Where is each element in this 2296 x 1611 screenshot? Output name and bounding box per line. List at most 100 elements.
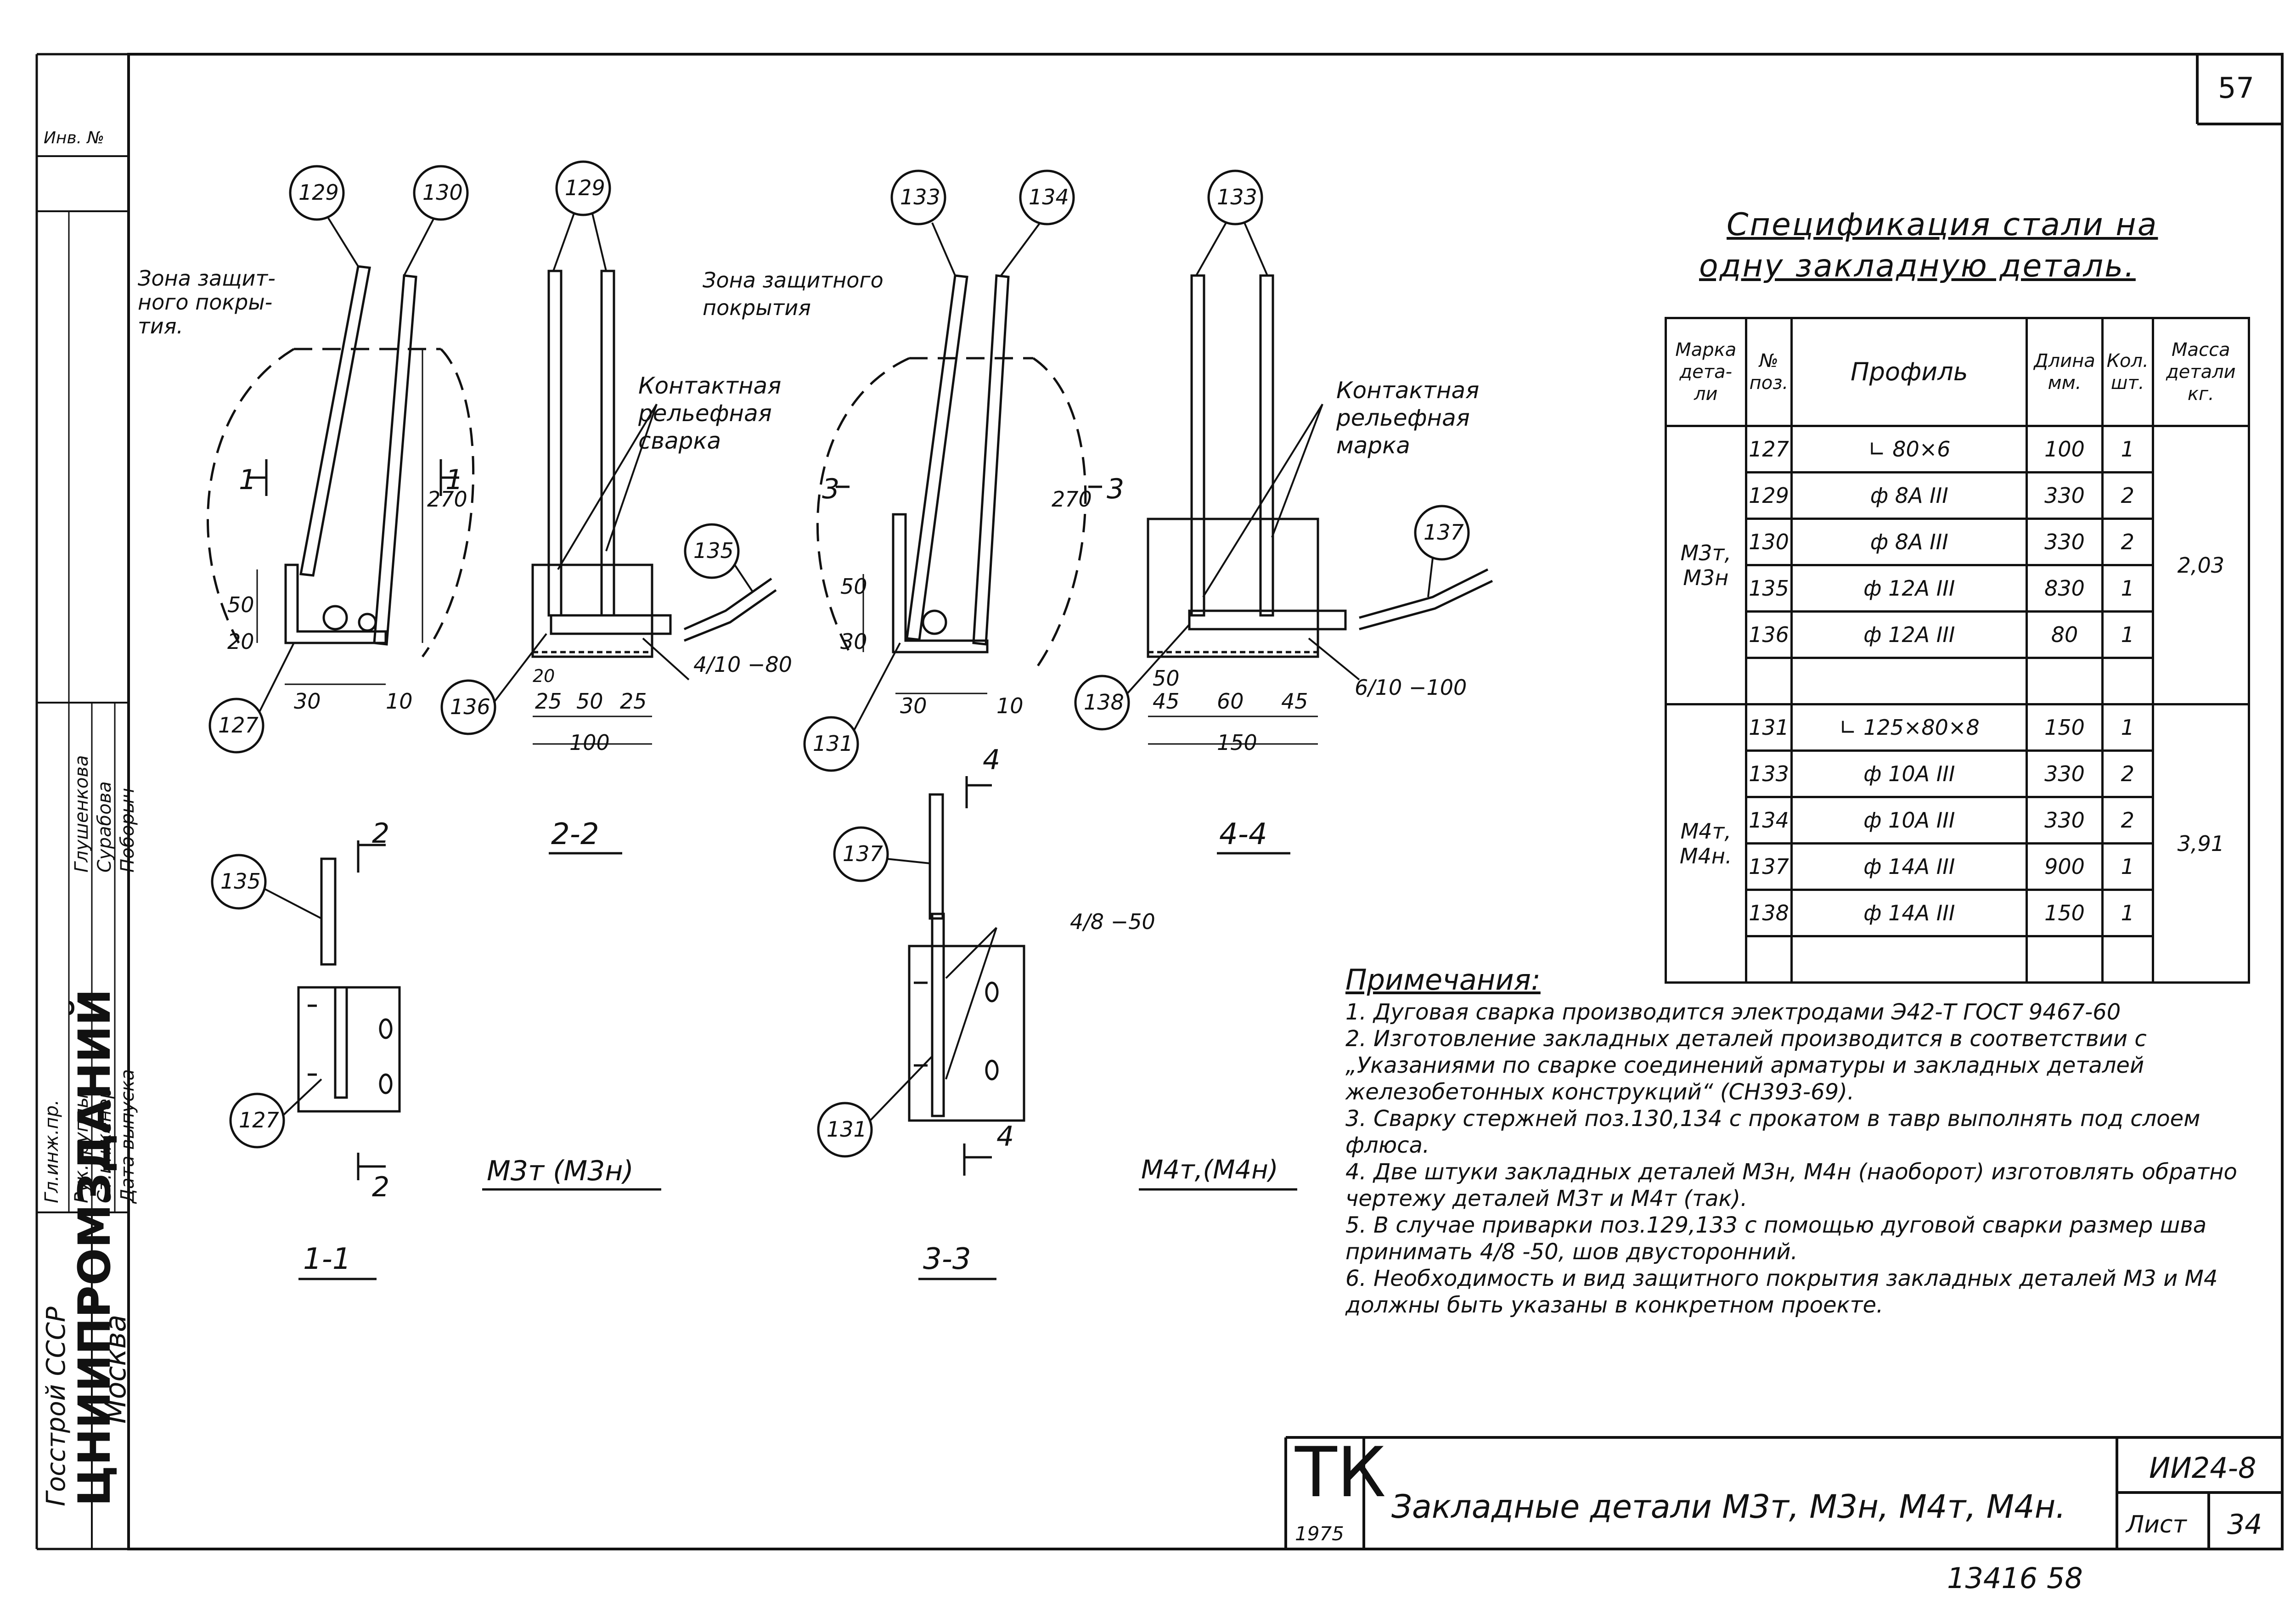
callout-circle (684, 523, 740, 579)
series-code: ИИ24-8 (2149, 1451, 2257, 1485)
cell-qty: 1 (2101, 703, 2154, 752)
cell-pos: 133 (1745, 749, 1793, 798)
spec-header-row: Марка дета- ли № поз. Профиль Длина мм. … (1665, 317, 2251, 427)
cell-pos: 127 (1745, 425, 1793, 473)
section-mark: 3 (1107, 473, 1125, 505)
table-row: М3т, М3н 127 ∟ 80×6 100 1 2,03 (1665, 425, 2251, 705)
inventory-label: Инв. № (44, 129, 105, 147)
frame-outer (127, 53, 2284, 1550)
callout-circle (1019, 169, 1075, 225)
cell-profile: ф 10А III (1790, 796, 2028, 845)
cell-mass: 2,03 (2151, 425, 2251, 705)
dim-10b: 10 (996, 693, 1024, 718)
cell-mark: М4т, М4н. (1665, 703, 1747, 984)
section-mark: 4 (983, 744, 1001, 776)
cell-qty: 1 (2101, 889, 2154, 937)
notes-block: Примечания: 1. Дуговая сварка производит… (1345, 966, 2278, 1318)
note-item: 6. Необходимость и вид защитного покрыти… (1345, 1266, 2218, 1318)
item-title-m3: М3т (М3н) (487, 1155, 634, 1187)
cell-length: 330 (2026, 471, 2104, 520)
dim-50a: 50 (227, 592, 254, 617)
stamp-role: Дата выпуска (117, 1069, 138, 1203)
drawing-title: Закладные детали М3т, М3н, М4т, М4н. (1391, 1488, 2066, 1526)
dim-25b: 25 (620, 689, 647, 714)
org-city: Москва (99, 1314, 132, 1424)
cell-pos: 130 (1745, 518, 1793, 566)
dim-30c: 30 (900, 693, 927, 718)
weld-2: 6/10 −100 (1355, 675, 1467, 700)
cell-qty: 1 (2101, 610, 2154, 659)
contact-mark-label: Контактная рельефная марка (1336, 377, 1480, 459)
cell-pos: 137 (1745, 842, 1793, 891)
table-row: 137 ф 14А III 900 1 (1666, 842, 2249, 891)
callout-circle (440, 679, 496, 735)
cell-qty: 2 (2101, 471, 2154, 520)
cell-length: 900 (2026, 842, 2104, 891)
cell-mark: М3т, М3н (1665, 425, 1747, 705)
section-mark: 2 (372, 817, 390, 850)
callout-circle (413, 165, 469, 221)
cell-length: 330 (2026, 749, 2104, 798)
callout-circle (817, 1102, 873, 1158)
cell-length: 330 (2026, 518, 2104, 566)
stamp-name: Поборыч (117, 788, 138, 873)
org-top: Госстрой СССР (41, 1307, 71, 1506)
callout-number: 130 (422, 180, 463, 205)
section-title: 2-2 (551, 817, 599, 851)
callout-circle (1207, 169, 1263, 225)
callout-circle (1074, 675, 1130, 731)
cell-profile: ∟ 125×80×8 (1790, 703, 2028, 752)
weld-1: 4/10 −80 (693, 652, 792, 677)
cell-profile: ф 14А III (1790, 842, 2028, 891)
sheet-number: 34 (2227, 1509, 2262, 1541)
callout-number: 137 (1424, 520, 1464, 545)
callout-circle (803, 716, 859, 772)
title-year: 1975 (1295, 1522, 1344, 1545)
zone-label-mid: Зона защитного покрытия (703, 268, 884, 320)
cell-qty: 2 (2101, 518, 2154, 566)
dim-20: 20 (227, 629, 254, 654)
weld-3: 4/8 −50 (1070, 909, 1155, 934)
note-item: 1. Дуговая сварка производится электрода… (1345, 999, 2121, 1025)
cell-qty: 1 (2101, 425, 2154, 473)
cell-length: 830 (2026, 564, 2104, 613)
callout-circle (211, 854, 267, 910)
cell-length: 150 (2026, 703, 2104, 752)
note-item: 2. Изготовление закладных деталей произв… (1345, 1026, 2147, 1105)
bottom-number: 13416 58 (1947, 1561, 2083, 1595)
callout-number: 134 (1029, 185, 1069, 209)
cell-profile: ф 12А III (1790, 610, 2028, 659)
table-row-spacer (1666, 935, 2249, 984)
cell-profile: ∟ 80×6 (1790, 425, 2028, 473)
header-length: Длина мм. (2026, 317, 2104, 427)
cell-length: 330 (2026, 796, 2104, 845)
header-mass: Масса детали кг. (2151, 317, 2251, 427)
org-name: ЦНИИПРОМЗДАНИЙ (69, 989, 120, 1506)
section-title: 1-1 (303, 1242, 351, 1276)
header-mark: Марка дета- ли (1665, 317, 1747, 427)
cell-pos: 135 (1745, 564, 1793, 613)
callout-circle (289, 165, 345, 221)
stamp-role: Ст.инженер (94, 1087, 115, 1203)
table-row: 136 ф 12А III 80 1 (1666, 610, 2249, 659)
callout-number: 133 (900, 185, 940, 209)
section-title: 3-3 (923, 1242, 971, 1276)
dim-30b: 30 (840, 629, 867, 654)
cell-pos: 131 (1745, 703, 1793, 752)
callout-number: 129 (565, 175, 605, 200)
dim-45a: 45 (1153, 689, 1180, 714)
table-row: 135 ф 12А III 830 1 (1666, 564, 2249, 613)
zone-label-left: Зона защит- ного покры- тия. (138, 266, 276, 338)
dim-50c: 50 (840, 574, 867, 599)
callout-number: 127 (239, 1108, 279, 1132)
cell-pos: 134 (1745, 796, 1793, 845)
view-section-1-1 (297, 840, 401, 1180)
callout-circle (208, 698, 264, 754)
header-qty: Кол. шт. (2101, 317, 2154, 427)
cell-profile: ф 14А III (1790, 889, 2028, 937)
spec-title-line2: одну закладную деталь. (1699, 248, 2136, 284)
cell-profile: ф 10А III (1790, 749, 2028, 798)
dim-30a: 30 (294, 689, 321, 714)
